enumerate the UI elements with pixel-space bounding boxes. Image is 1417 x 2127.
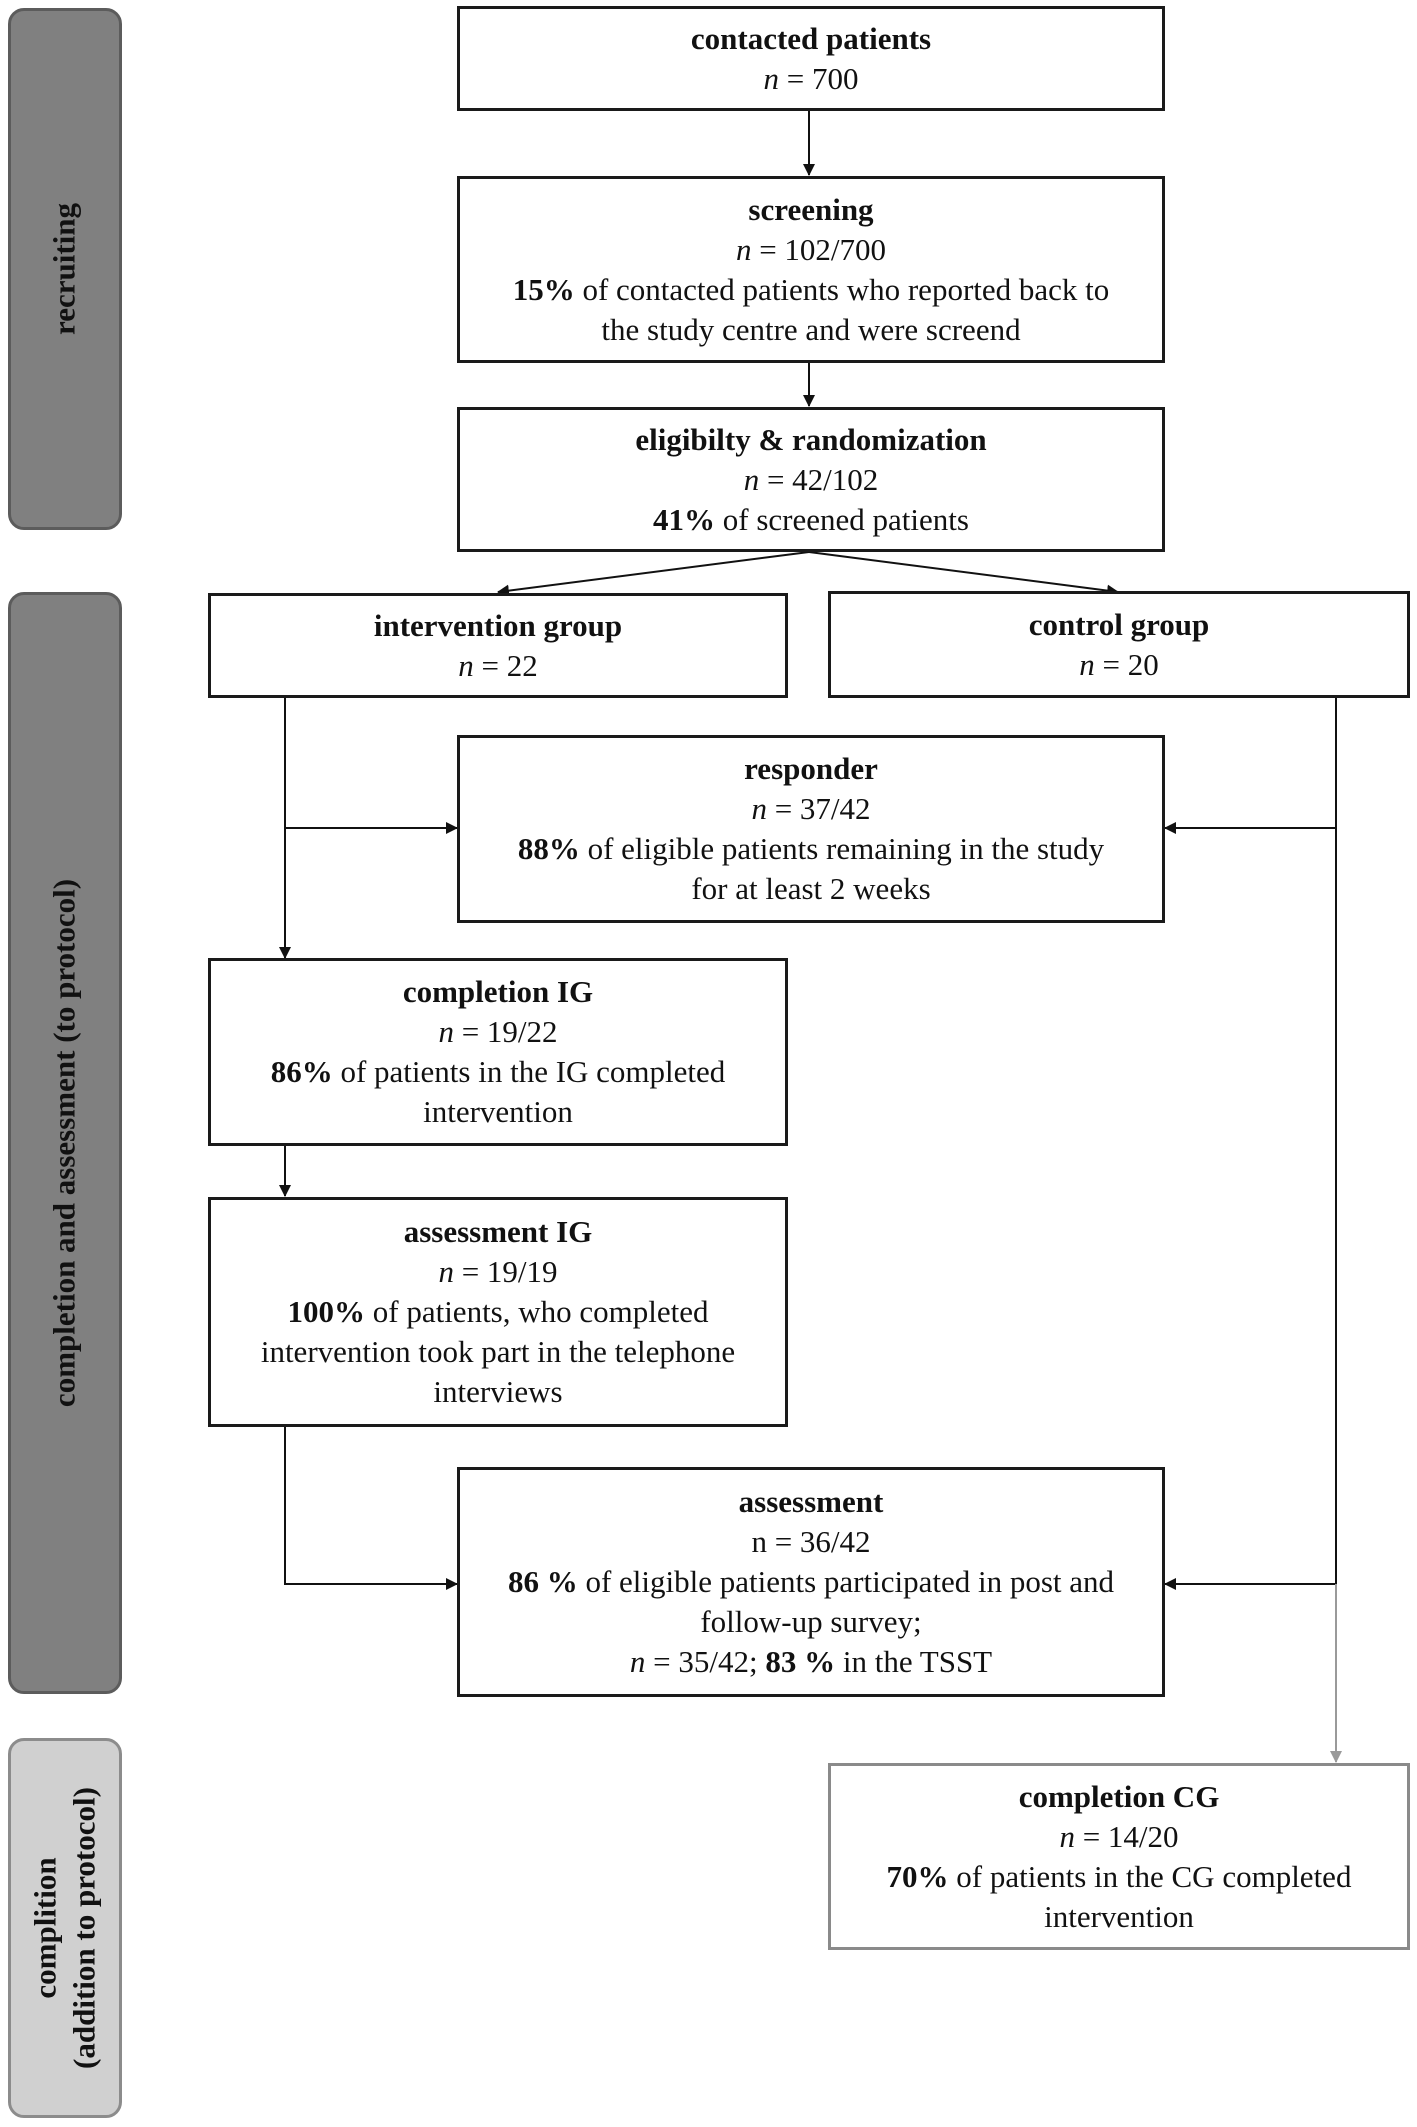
screening-n: n = 102/700 — [735, 231, 887, 267]
assessment-n: n = 36/42 — [751, 1524, 871, 1559]
arrow-eligibility-to-control — [808, 551, 1119, 597]
screening-desc: 15% of contacted patients who reported b… — [512, 271, 1110, 307]
control-title: control group — [1028, 606, 1210, 642]
assessment-desc: 86 % of eligible patients participated i… — [507, 1564, 1115, 1599]
box-contacted-patients: contacted patients n = 700 — [457, 6, 1165, 111]
phase-completion-assessment: completion and assessment (to protocol) — [8, 592, 122, 1694]
responder-desc: 88% of eligible patients remaining in th… — [517, 831, 1105, 866]
eligibility-n: n = 42/102 — [743, 461, 879, 497]
box-screening: screening n = 102/700 15% of contacted p… — [457, 176, 1165, 363]
control-n: n = 20 — [1079, 646, 1159, 682]
eligibility-desc: 41% of screened patients — [653, 501, 969, 537]
box-assessment: assessment n = 36/42 86 % of eligible pa… — [457, 1467, 1165, 1697]
responder-title: responder — [744, 751, 878, 786]
completion-ig-title: completion IG — [402, 974, 594, 1009]
phase-completion-addition: complition (addition to protocol) — [8, 1738, 122, 2118]
box-completion-ig: completion IG n = 19/22 86% of patients … — [208, 958, 788, 1146]
assessment-desc-3: n = 35/42; 83 % in the TSST — [629, 1644, 993, 1679]
responder-desc-2: for at least 2 weeks — [691, 871, 931, 906]
arrow-assessment-ig-to-assessment — [284, 1427, 458, 1590]
assessment-ig-desc: 100% of patients, who completed — [287, 1294, 709, 1329]
completion-cg-desc: 70% of patients in the CG completed — [886, 1858, 1352, 1894]
contacted-n: n = 700 — [763, 60, 859, 96]
arrow-eligibility-to-intervention — [497, 551, 810, 597]
completion-ig-desc: 86% of patients in the IG completed — [270, 1054, 726, 1089]
completion-cg-title: completion CG — [1018, 1778, 1220, 1814]
contacted-title: contacted patients — [690, 20, 932, 56]
box-intervention-group: intervention group n = 22 — [208, 593, 788, 698]
completion-cg-n: n = 14/20 — [1059, 1818, 1179, 1854]
intervention-title: intervention group — [373, 607, 623, 643]
box-control-group: control group n = 20 — [828, 591, 1410, 698]
screening-title: screening — [748, 191, 874, 227]
assessment-title: assessment — [738, 1484, 884, 1519]
assessment-ig-desc-2: intervention took part in the telephone — [260, 1334, 736, 1369]
phase-recruiting: recruiting — [8, 8, 122, 530]
assessment-ig-desc-3: interviews — [433, 1374, 563, 1409]
box-responder: responder n = 37/42 88% of eligible pati… — [457, 735, 1165, 923]
screening-desc-2: the study centre and were screend — [601, 311, 1021, 347]
completion-cg-desc-2: intervention — [1044, 1898, 1194, 1934]
completion-ig-desc-2: intervention — [423, 1094, 573, 1129]
box-eligibility: eligibilty & randomization n = 42/102 41… — [457, 407, 1165, 552]
box-completion-cg: completion CG n = 14/20 70% of patients … — [828, 1763, 1410, 1950]
completion-ig-n: n = 19/22 — [438, 1014, 558, 1049]
assessment-desc-2: follow-up survey; — [700, 1604, 922, 1639]
box-assessment-ig: assessment IG n = 19/19 100% of patients… — [208, 1197, 788, 1427]
assessment-ig-title: assessment IG — [403, 1214, 593, 1249]
eligibility-title: eligibilty & randomization — [635, 421, 987, 457]
intervention-n: n = 22 — [458, 647, 538, 683]
assessment-ig-n: n = 19/19 — [438, 1254, 558, 1289]
responder-n: n = 37/42 — [751, 791, 871, 826]
